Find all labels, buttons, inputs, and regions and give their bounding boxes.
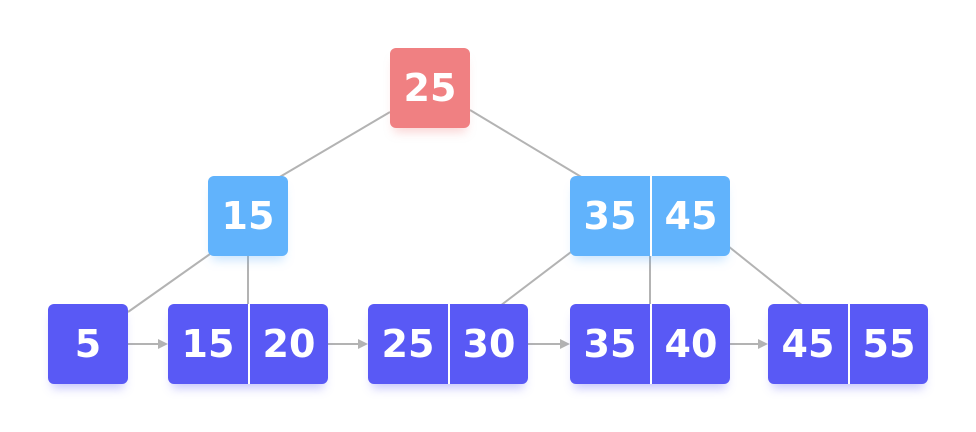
- leaf-2-key-1: 15: [181, 322, 235, 366]
- leaf-5-key-1: 45: [781, 322, 835, 366]
- internal-left-key-1: 15: [221, 194, 275, 238]
- edge-right-to-leaf-5: [727, 245, 804, 307]
- edge-root-to-left: [277, 111, 391, 179]
- leaf-node-1: 5: [48, 304, 128, 384]
- leaf-node-5: 45 55: [768, 304, 928, 384]
- root-node: 25: [390, 48, 470, 128]
- edge-right-to-leaf-3: [499, 251, 572, 307]
- leaf-node-2: 15 20: [168, 304, 328, 384]
- leaf-3-key-1: 25: [381, 322, 435, 366]
- root-key-1: 25: [403, 66, 457, 110]
- internal-right-key-2: 45: [650, 176, 730, 256]
- leaf-5-key-2: 55: [848, 304, 928, 384]
- leaf-2-key-2: 20: [248, 304, 328, 384]
- leaf-node-3: 25 30: [368, 304, 528, 384]
- internal-node-right: 35 45: [570, 176, 730, 256]
- edge-root-to-right: [469, 109, 584, 179]
- internal-right-key-1: 35: [583, 194, 637, 238]
- leaf-3-key-2: 30: [448, 304, 528, 384]
- leaf-4-key-1: 35: [583, 322, 637, 366]
- edge-left-to-leaf-1: [127, 253, 211, 313]
- leaf-4-key-2: 40: [650, 304, 730, 384]
- internal-node-left: 15: [208, 176, 288, 256]
- leaf-node-4: 35 40: [570, 304, 730, 384]
- leaf-1-key-1: 5: [74, 322, 102, 366]
